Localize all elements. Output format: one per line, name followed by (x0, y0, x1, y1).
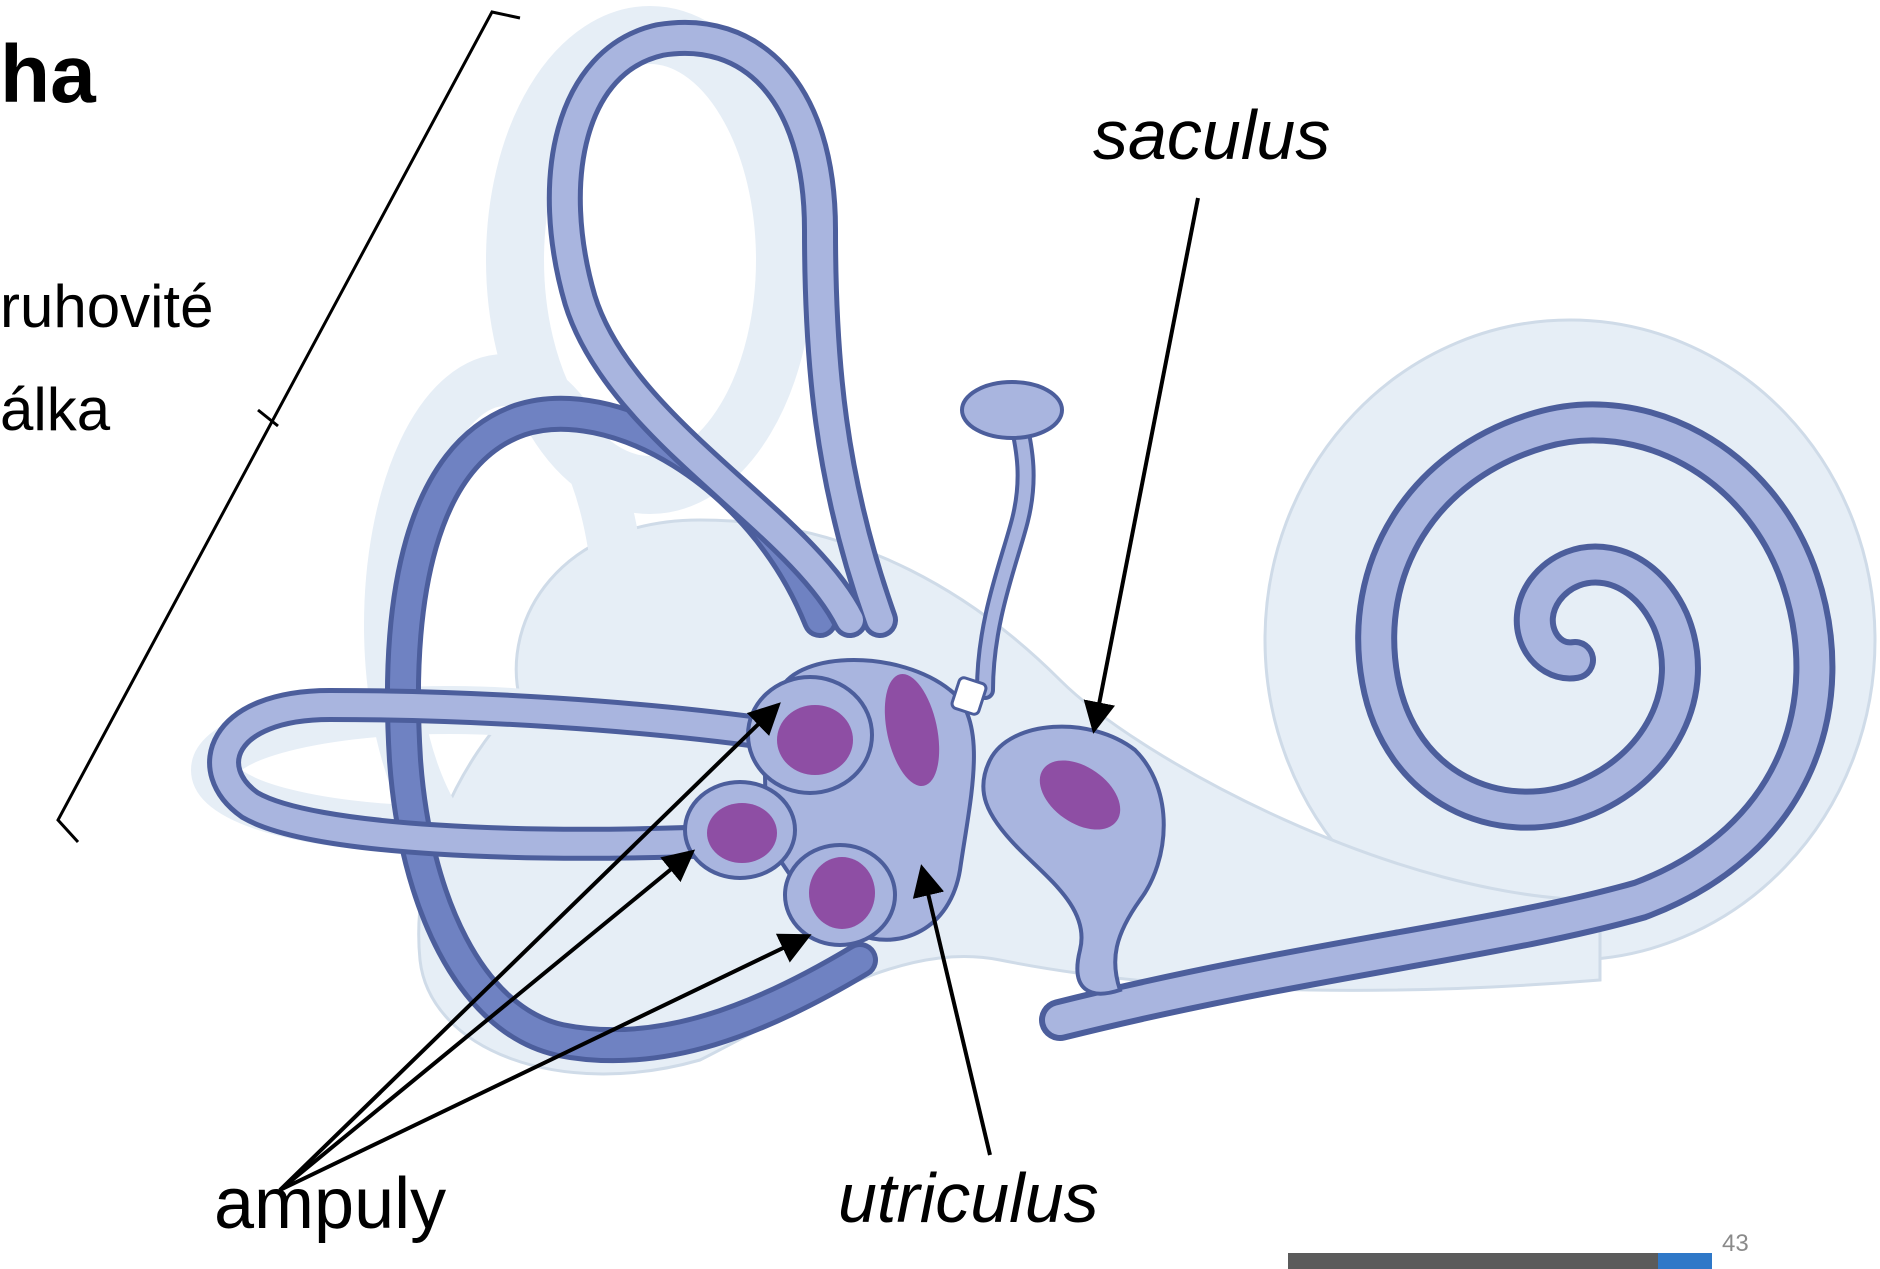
slide-title: ha (0, 28, 96, 122)
label-utriculus: utriculus (838, 1158, 1099, 1238)
footer-bar (1288, 1253, 1658, 1269)
arrow-saculus (1094, 198, 1198, 730)
label-saculus: saculus (1093, 95, 1330, 175)
footer-accent-bar (1658, 1253, 1712, 1269)
page-number: 43 (1722, 1230, 1749, 1258)
bullet-text-line-1: ruhovité (0, 272, 213, 341)
bullet-text-line-2: álka (0, 375, 110, 444)
label-ampuly: ampuly (214, 1163, 446, 1245)
